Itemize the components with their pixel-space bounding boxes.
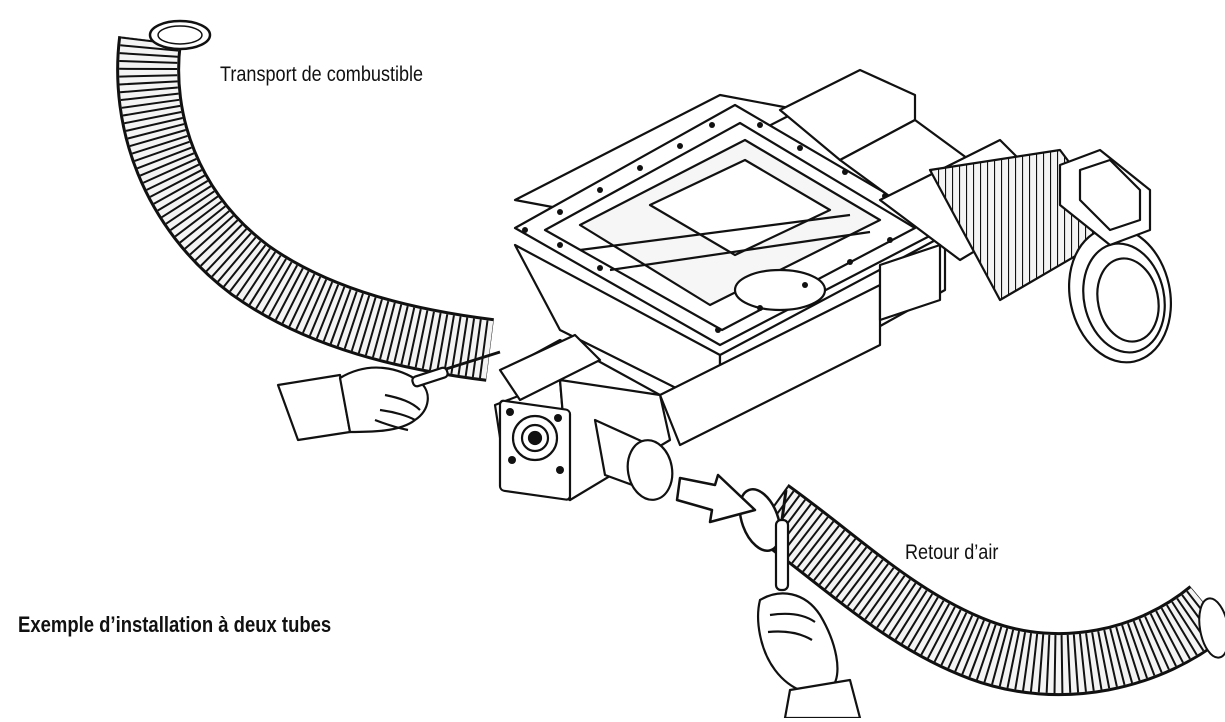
screwdriver-icon xyxy=(774,489,790,592)
screwdriver-icon xyxy=(411,350,501,388)
right-hand-icon xyxy=(757,592,862,720)
caption: Exemple d’installation à deux tubes xyxy=(18,612,332,637)
fuel-transport-label: Transport de combustible xyxy=(220,63,424,86)
upper-hose-icon xyxy=(116,19,494,382)
motor-icon xyxy=(778,68,1173,364)
air-return-label: Retour d’air xyxy=(905,541,999,564)
lower-hose-icon xyxy=(738,483,1225,697)
left-hand-icon xyxy=(276,366,429,442)
flow-arrow-icon xyxy=(675,473,757,524)
